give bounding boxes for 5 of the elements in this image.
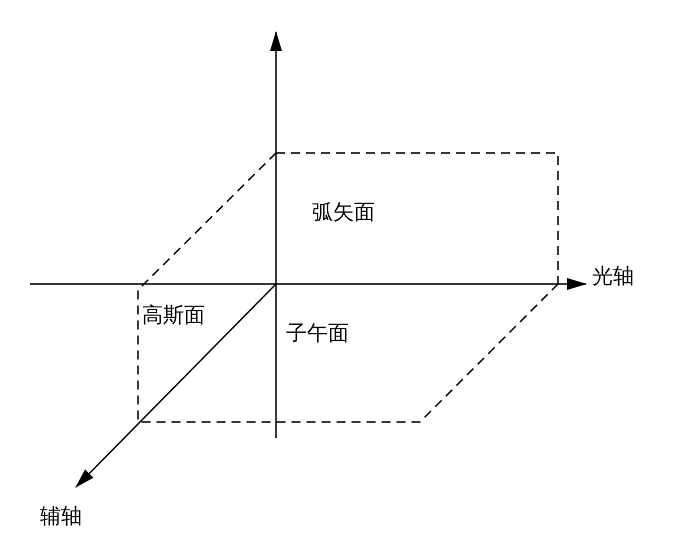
plane-label: 子午面 [286,323,349,344]
axis-label: 辅轴 [40,506,82,527]
plane-label: 高斯面 [142,305,205,326]
axis-label: 光轴 [592,266,634,287]
plane-label: 弧矢面 [312,202,375,223]
